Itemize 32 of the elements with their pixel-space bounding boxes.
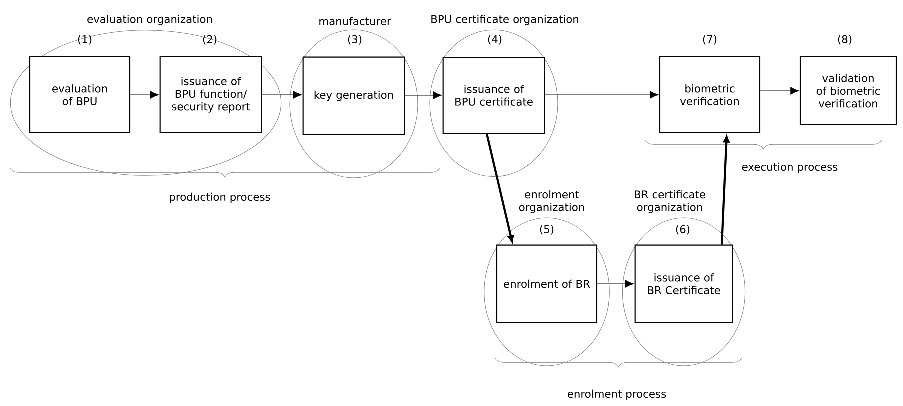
- arrow: [720, 136, 730, 245]
- step-number: (4): [488, 35, 502, 45]
- arrow: [130, 91, 160, 99]
- step-number: (1): [78, 35, 92, 45]
- process-label: enrolment process: [568, 390, 666, 400]
- arrow: [760, 87, 800, 95]
- arrow: [544, 91, 659, 99]
- organization-label: evaluation organization: [88, 15, 212, 26]
- process-box: key generation: [302, 56, 406, 136]
- process-label: execution process: [742, 162, 838, 174]
- process-box: issuance of BR Certificate: [634, 244, 734, 324]
- process-box: issuance of BPU certificate: [442, 56, 546, 134]
- arrow: [486, 134, 514, 242]
- arrow: [404, 92, 442, 100]
- step-number: (5): [540, 225, 554, 235]
- arrow: [262, 91, 302, 99]
- step-number: (6): [676, 225, 690, 235]
- organization-label: BPU certificate organization: [432, 15, 579, 26]
- process-box: enrolment of BR: [496, 244, 598, 324]
- organization-label: enrolment organization: [519, 190, 584, 214]
- process-box: evaluation of BPU: [29, 56, 131, 134]
- process-label: production process: [170, 192, 270, 204]
- process-box: biometric verification: [659, 56, 761, 134]
- step-number: (7): [703, 35, 717, 45]
- step-number: (8): [838, 35, 852, 45]
- organization-label: BR certificate organization: [635, 190, 706, 214]
- step-number: (2): [203, 35, 217, 45]
- process-box: validation of biometric verification: [800, 56, 898, 126]
- step-number: (3): [348, 35, 362, 45]
- organization-label: manufacturer: [320, 17, 392, 26]
- process-box: issuance of BPU function/ security report: [160, 56, 262, 134]
- arrow: [597, 280, 634, 288]
